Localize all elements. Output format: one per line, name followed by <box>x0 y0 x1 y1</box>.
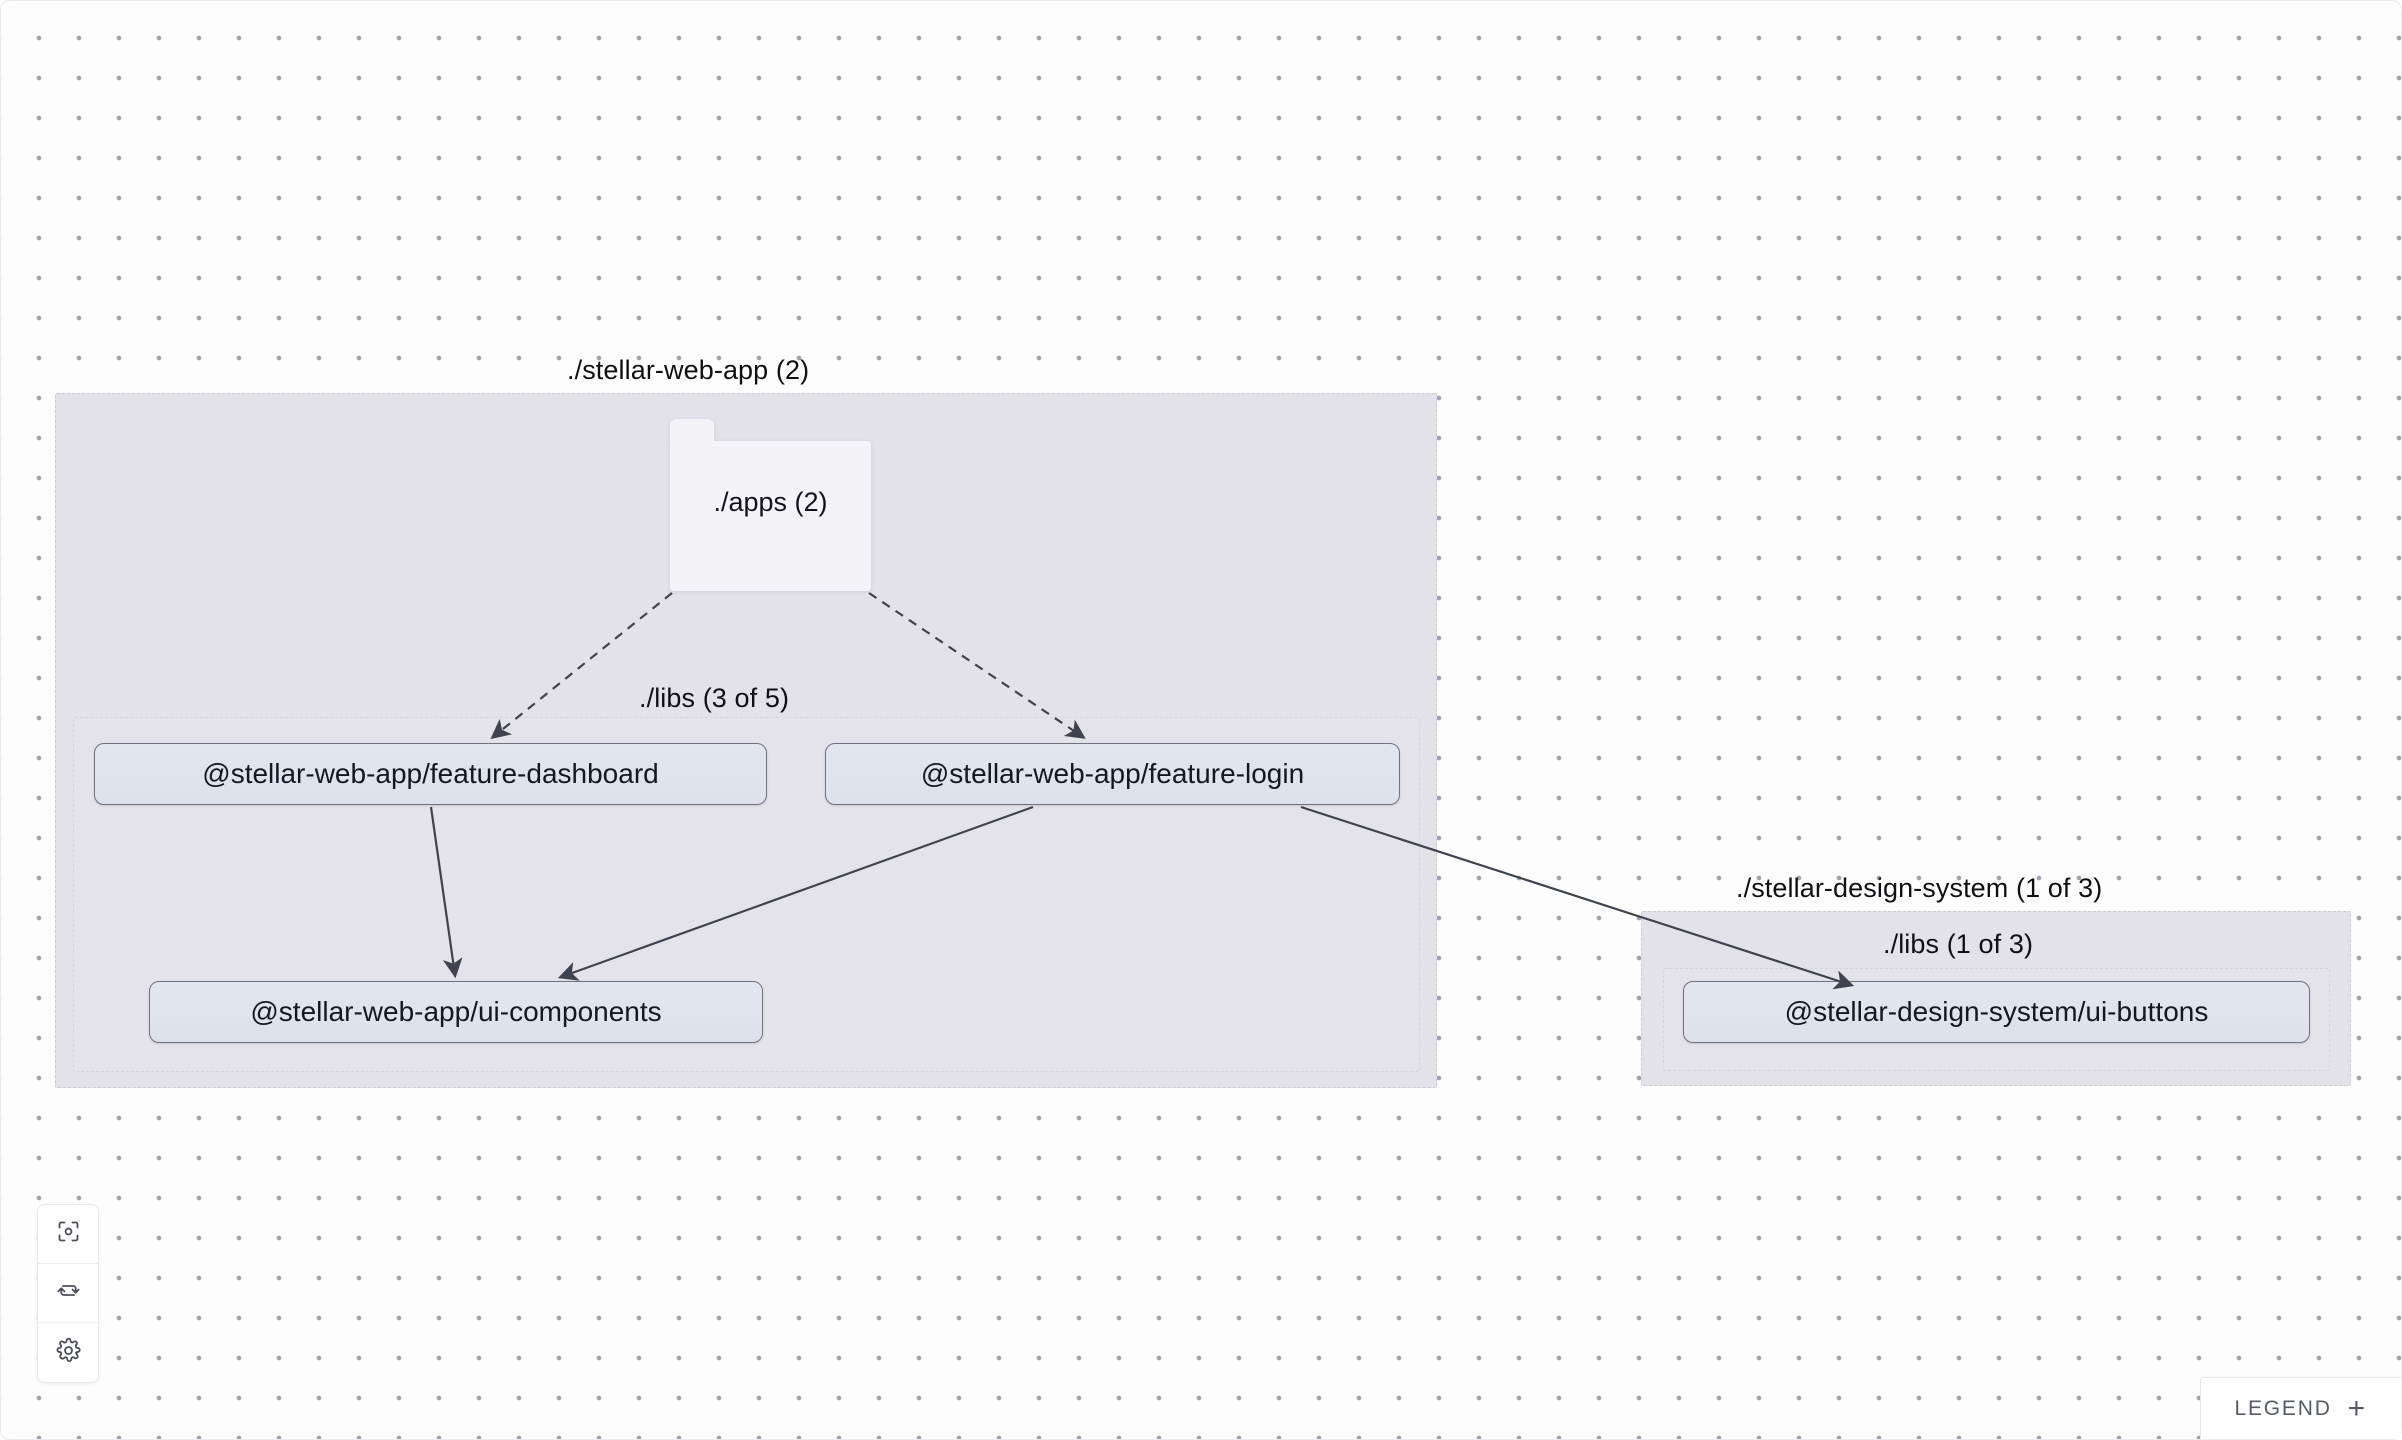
node-ui-components[interactable]: @stellar-web-app/ui-components <box>149 981 763 1043</box>
subgroup-design-system-libs[interactable] <box>1663 968 2330 1071</box>
node-feature-dashboard-label: @stellar-web-app/feature-dashboard <box>202 758 659 789</box>
node-feature-login-label: @stellar-web-app/feature-login <box>920 758 1305 789</box>
focus-target-icon <box>55 1218 82 1250</box>
group-label-stellar-design-system: ./stellar-design-system (1 of 3) <box>1736 873 2103 903</box>
folder-tab-icon <box>670 419 714 443</box>
node-ui-buttons[interactable]: @stellar-design-system/ui-buttons <box>1683 981 2310 1043</box>
focus-graph-button[interactable] <box>38 1205 98 1264</box>
refresh-graph-button[interactable] <box>38 1264 98 1323</box>
subgroup-label-stellar-web-app-libs: ./libs (3 of 5) <box>639 683 790 713</box>
group-label-stellar-web-app: ./stellar-web-app (2) <box>567 355 810 385</box>
node-feature-dashboard[interactable]: @stellar-web-app/feature-dashboard <box>94 743 767 805</box>
folder-node-apps-label: ./apps (2) <box>713 487 828 517</box>
node-ui-components-label: @stellar-web-app/ui-components <box>250 996 662 1027</box>
plus-icon: + <box>2347 1391 2367 1425</box>
refresh-icon <box>55 1277 82 1309</box>
subgroup-label-design-system-libs: ./libs (1 of 3) <box>1883 929 2034 959</box>
legend-toggle[interactable]: LEGEND + <box>2199 1377 2401 1439</box>
settings-button[interactable] <box>38 1323 98 1382</box>
legend-label: LEGEND <box>2234 1396 2332 1420</box>
node-feature-login[interactable]: @stellar-web-app/feature-login <box>825 743 1400 805</box>
node-ui-buttons-label: @stellar-design-system/ui-buttons <box>1784 996 2209 1027</box>
canvas-controls[interactable] <box>37 1204 99 1383</box>
gear-icon <box>55 1337 82 1369</box>
folder-node-apps[interactable]: ./apps (2) <box>670 419 871 591</box>
